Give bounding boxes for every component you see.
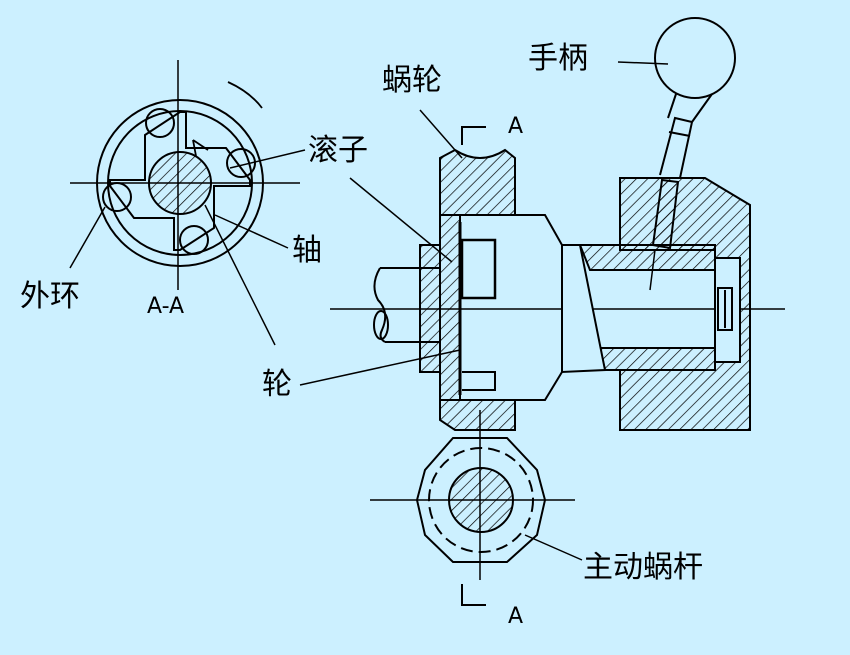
roller-2 [226, 148, 256, 178]
roller-3 [179, 225, 209, 255]
right-leaders [299, 61, 669, 561]
handle-leader [617, 61, 669, 65]
label-worm-wheel: 蜗轮 [382, 63, 442, 98]
worm-wheel-assembly [419, 148, 563, 431]
sleeve-bottom [598, 347, 716, 371]
worm-wheel-web [439, 214, 461, 401]
section-marks [461, 126, 486, 606]
housing-assembly [561, 17, 751, 431]
rotation-arrow [192, 139, 209, 157]
roller-1 [145, 108, 175, 138]
section-mark-top [461, 126, 486, 145]
left-leaders [69, 149, 306, 346]
clutch-slot-upper [460, 238, 497, 300]
shaft-section [148, 151, 212, 215]
roller-leader-right [349, 177, 453, 263]
handle-pin [651, 178, 680, 250]
roller-leader [229, 149, 306, 169]
worm-wheel-bottom [439, 399, 516, 431]
worm-wheel-top [439, 148, 516, 216]
handle-rod [659, 116, 694, 179]
handle-ring [668, 131, 691, 137]
driving-worm-leader [524, 534, 583, 561]
handle-knob [654, 17, 736, 99]
outer-ring-leader [69, 206, 106, 269]
shaft-break-line [373, 267, 387, 343]
label-shaft: 轴 [292, 233, 322, 268]
section-mark-bottom [461, 584, 486, 606]
label-outer-ring: 外环 [20, 279, 80, 314]
shaft-leader [214, 214, 289, 249]
sleeve-top [578, 244, 716, 271]
worm-wheel-leader [419, 109, 463, 159]
label-wheel: 轮 [262, 367, 292, 402]
roller-4 [102, 182, 132, 212]
label-section-bottom: A [508, 604, 524, 629]
outer-ring-outer-circle [96, 99, 264, 267]
section-view-aa [70, 60, 300, 290]
cone-shaft [561, 244, 607, 374]
label-section-top: A [508, 114, 524, 139]
label-handle: 手柄 [528, 41, 588, 76]
label-section-view: A-A [147, 294, 185, 319]
shaft-break-ellipse [373, 310, 389, 340]
label-roller: 滚子 [308, 133, 368, 168]
clutch-slot-lower [462, 371, 496, 391]
handle-leader-down [649, 249, 656, 291]
wheel-leader-right [299, 349, 461, 386]
wheel-leader-left [204, 204, 276, 346]
input-shaft [373, 267, 440, 343]
driving-worm [370, 437, 575, 563]
label-driving-worm: 主动蜗杆 [583, 550, 703, 585]
handle-neck [667, 93, 713, 123]
rotation-arc [227, 81, 263, 109]
worm-outer [415, 437, 547, 563]
